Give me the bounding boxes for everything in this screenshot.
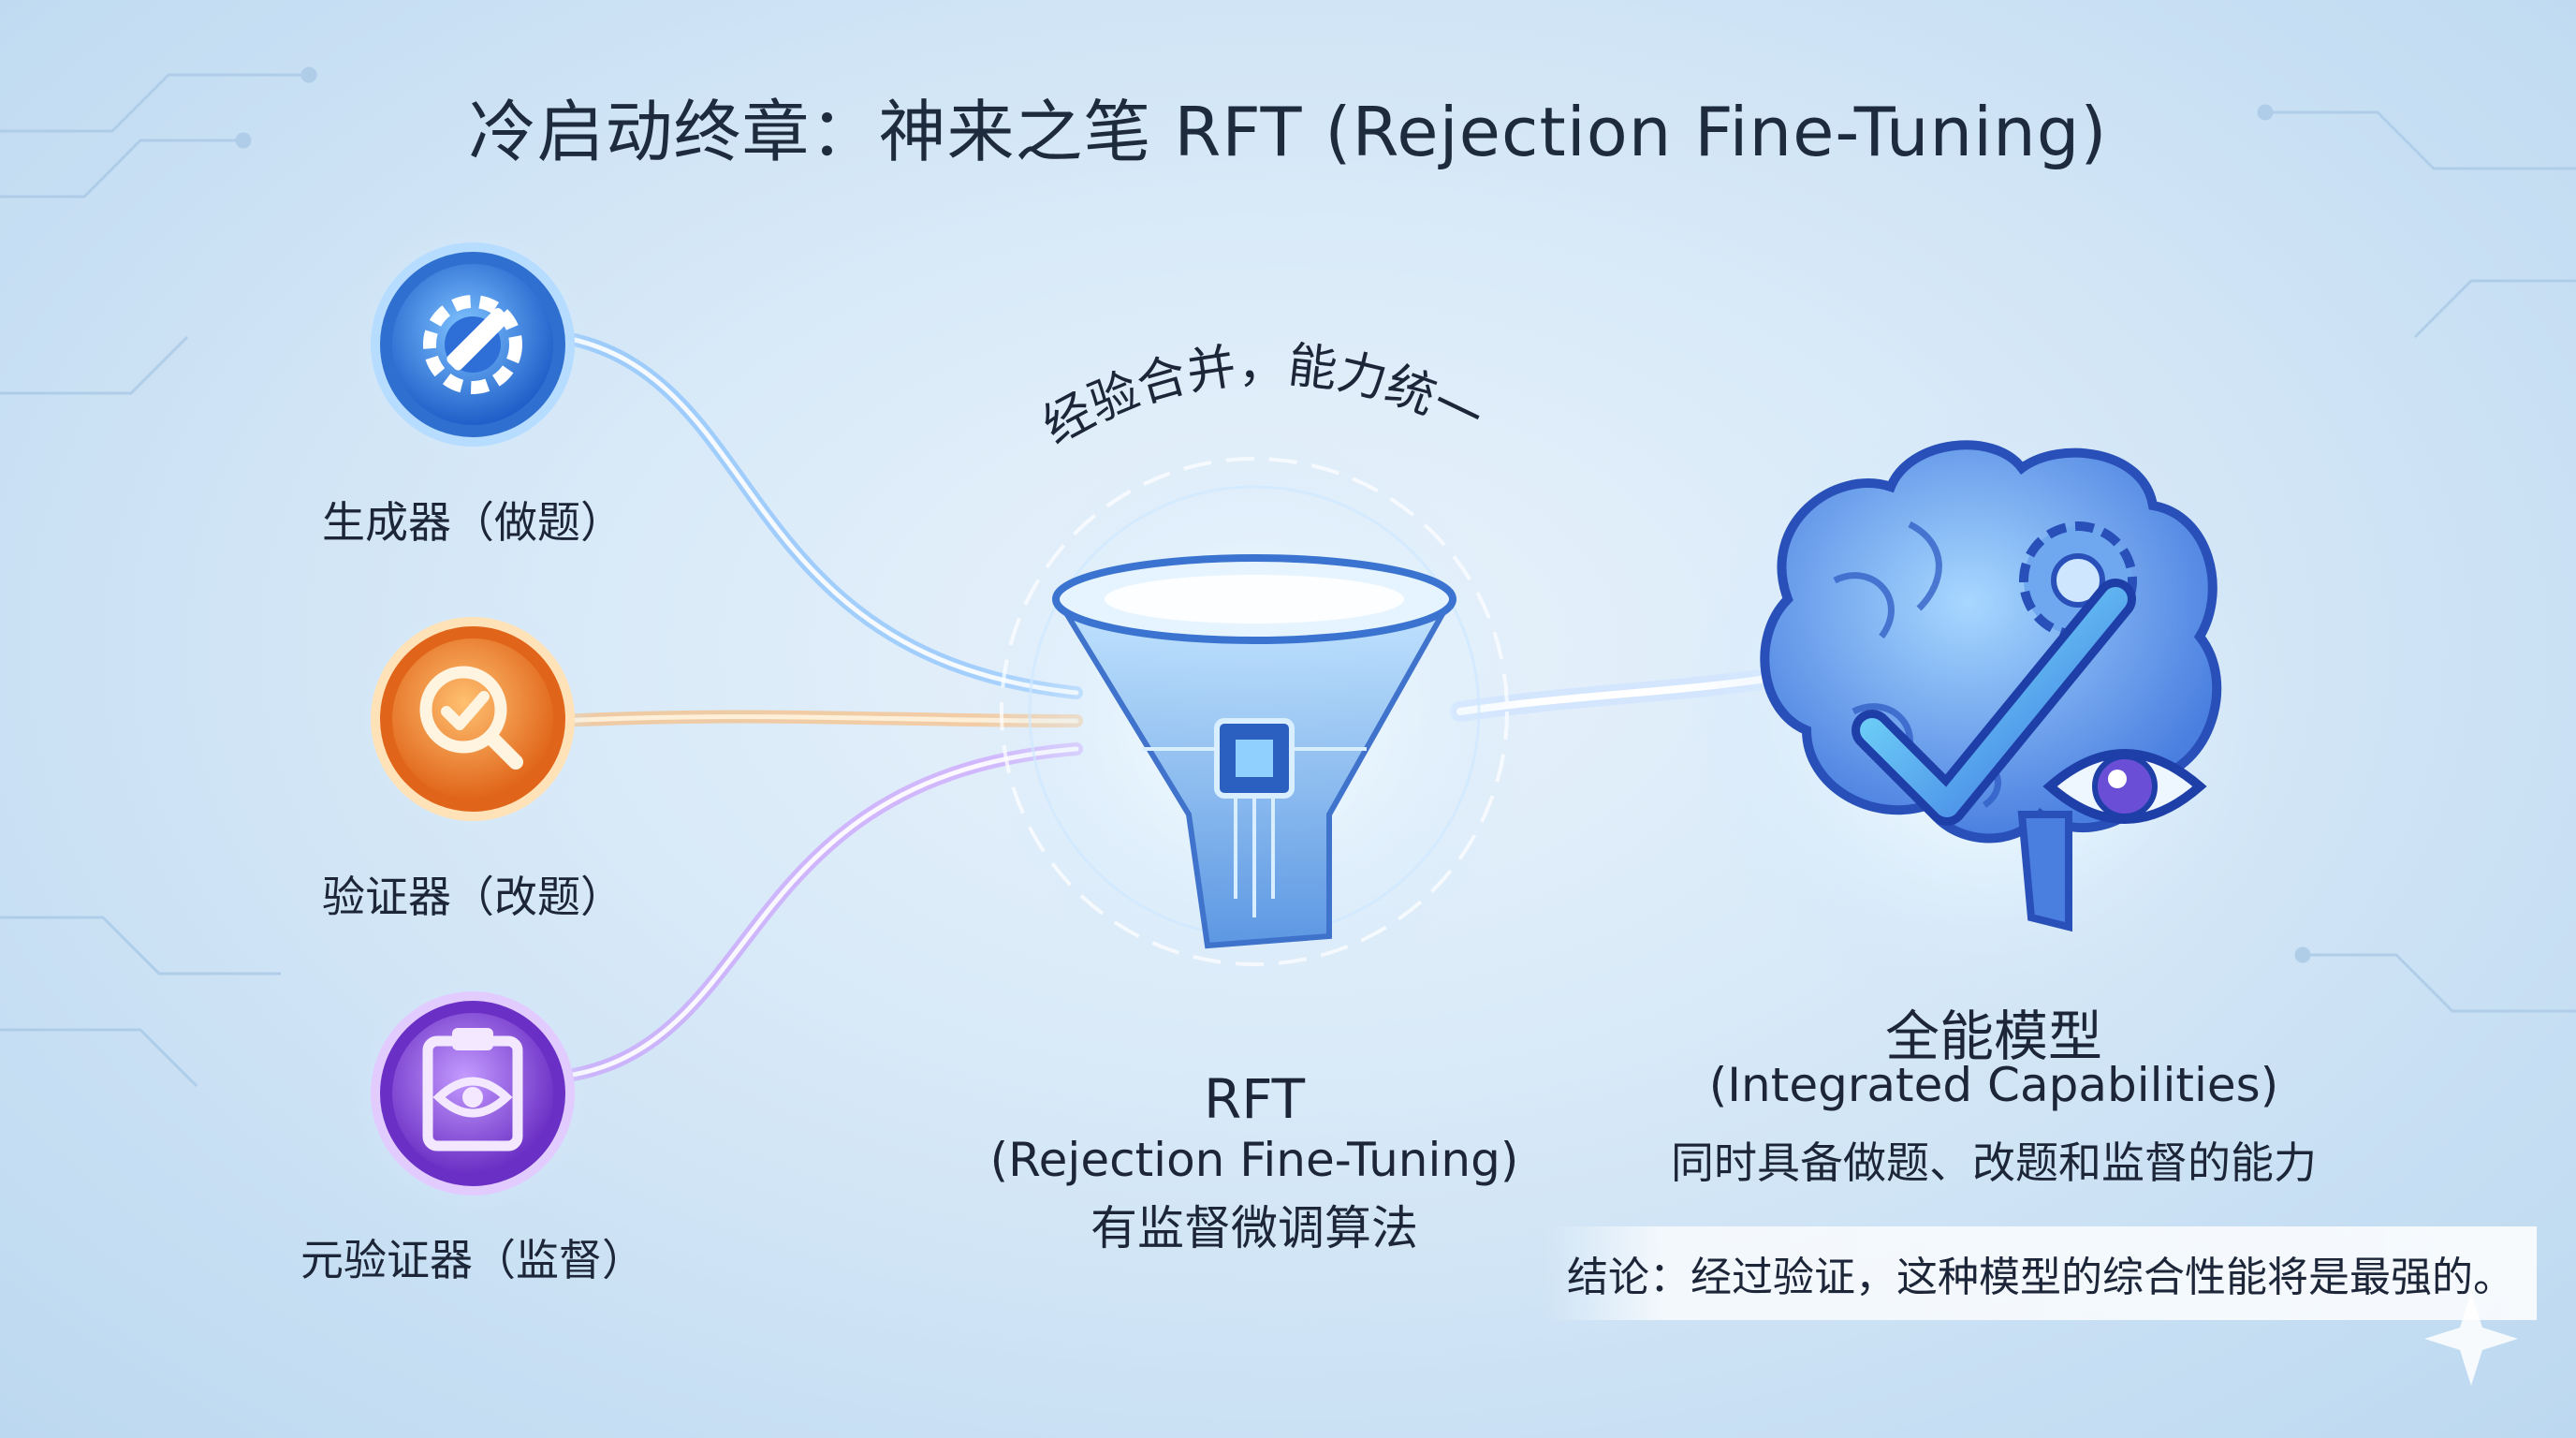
rft-funnel [973, 431, 1535, 992]
integrated-model-brain [1685, 403, 2303, 1020]
verifier-label: 验证器（改题） [229, 863, 716, 925]
rft-description: 有监督微调算法 [973, 1191, 1535, 1258]
generator-badge [351, 223, 594, 466]
rft-subtitle: (Rejection Fine-Tuning) [973, 1133, 1535, 1187]
model-description: 同时具备做题、改题和监督的能力 [1619, 1129, 2368, 1191]
page-title: 冷启动终章：神来之笔 RFT (Rejection Fine-Tuning) [0, 77, 2576, 175]
rft-title: RFT [1067, 1067, 1442, 1131]
meta-verifier-badge [351, 972, 594, 1215]
conclusion-text: 结论：经过验证，这种模型的综合性能将是最强的。 [1567, 1243, 2514, 1303]
conclusion-box: 结论：经过验证，这种模型的综合性能将是最强的。 [1544, 1226, 2537, 1320]
model-subtitle: (Integrated Capabilities) [1619, 1058, 2368, 1112]
verifier-badge [351, 597, 594, 841]
generator-label: 生成器（做题） [229, 489, 716, 550]
meta-verifier-label: 元验证器（监督） [229, 1226, 716, 1288]
